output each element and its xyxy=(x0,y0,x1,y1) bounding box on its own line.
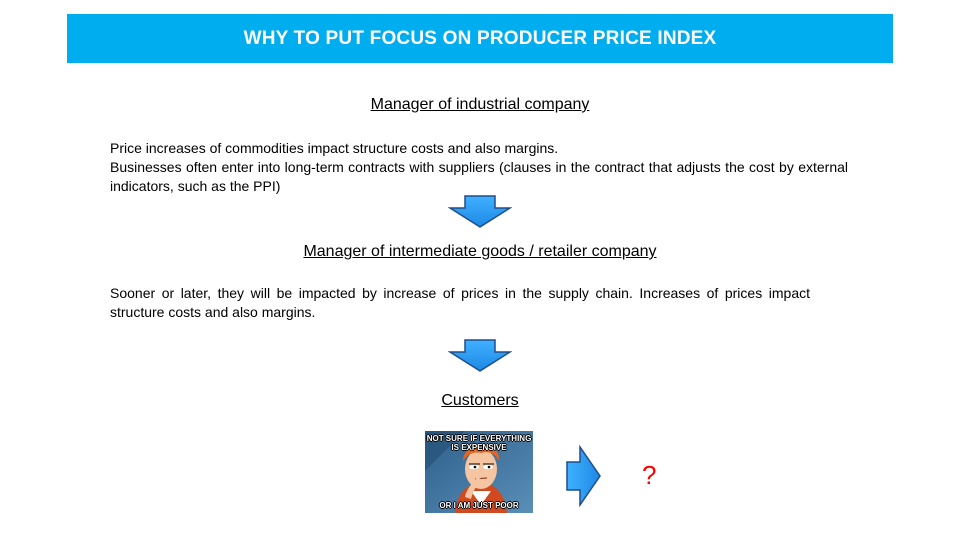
section-heading-customers: Customers xyxy=(441,392,519,409)
meme-bottom-text: OR I AM JUST POOR xyxy=(439,501,519,510)
section-body-intermediate: Sooner or later, they will be impacted b… xyxy=(110,284,810,322)
paragraph: Price increases of commodities impact st… xyxy=(110,140,559,156)
meme-top-text: NOT SURE IF EVERYTHING IS EXPENSIVE xyxy=(426,434,532,452)
paragraph: Sooner or later, they will be impacted b… xyxy=(110,285,810,320)
right-arrow-icon xyxy=(566,445,601,507)
down-arrow-icon xyxy=(448,195,512,228)
paragraph: Businesses often enter into long-term co… xyxy=(110,159,848,194)
meme-image: NOT SURE IF EVERYTHING IS EXPENSIVE OR I… xyxy=(425,431,533,513)
fry-meme-illustration xyxy=(425,431,533,513)
page-title: WHY TO PUT FOCUS ON PRODUCER PRICE INDEX xyxy=(243,27,717,49)
section-heading-intermediate: Manager of intermediate goods / retailer… xyxy=(303,243,657,260)
title-banner: WHY TO PUT FOCUS ON PRODUCER PRICE INDEX xyxy=(67,14,893,63)
section-body-industrial: Price increases of commodities impact st… xyxy=(110,139,848,196)
section-heading-industrial: Manager of industrial company xyxy=(370,96,590,113)
question-mark: ? xyxy=(642,460,657,490)
down-arrow-icon xyxy=(448,339,512,372)
